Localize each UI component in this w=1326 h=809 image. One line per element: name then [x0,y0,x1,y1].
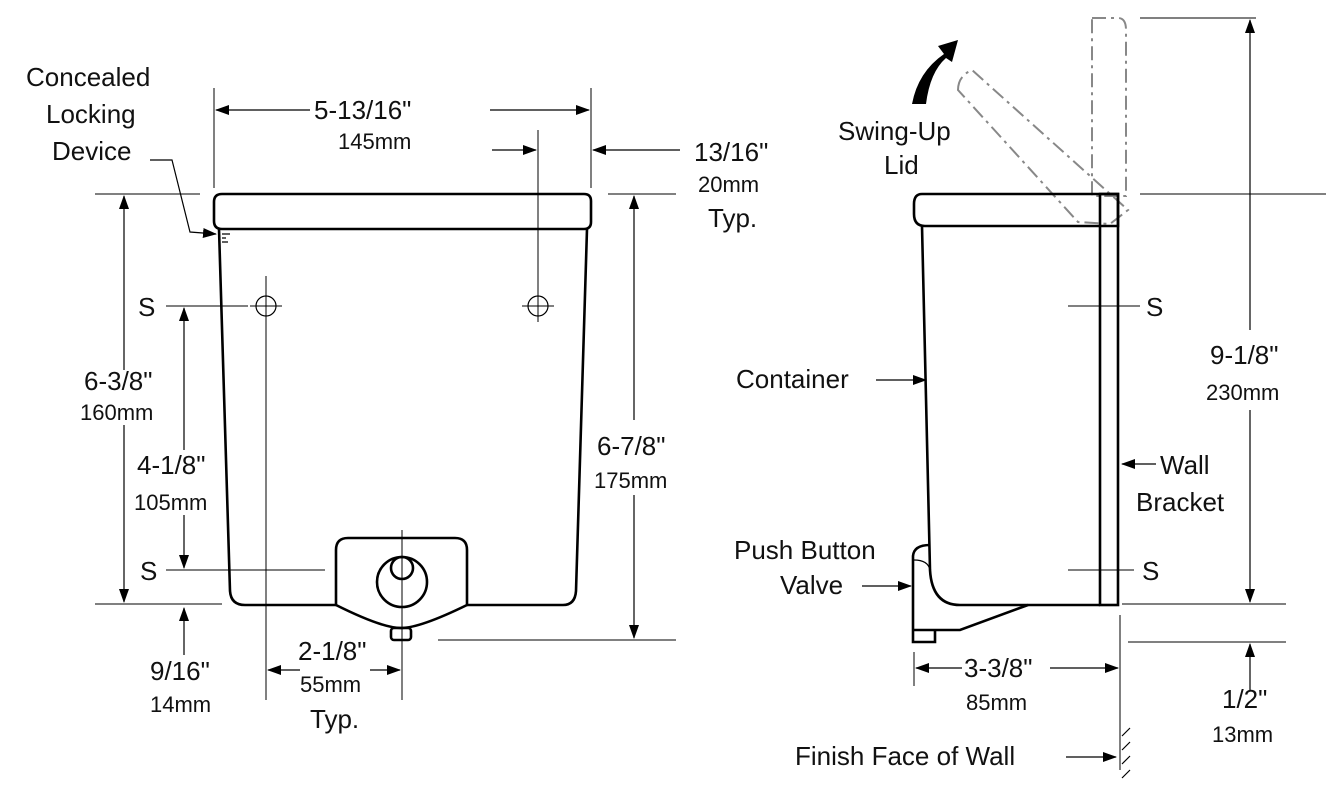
total-h-mm: 230mm [1206,380,1279,405]
front-valve-housing [334,536,469,630]
side-container [920,225,1100,607]
side-view: Swing-Up Lid Container Wall Bracket Push… [734,17,1326,779]
side-wall-bracket [1098,192,1120,607]
front-width-mm: 145mm [338,129,411,154]
ghost-lid-upright [1091,17,1127,197]
push-valve-label-1: Push Button [734,535,876,565]
locking-device-mark [222,233,230,243]
side-s-top: S [1146,292,1163,322]
front-push-button [389,626,413,642]
edge-typ: Typ. [708,203,757,233]
push-valve-label-2: Valve [780,570,843,600]
swing-up-label-1: Swing-Up [838,116,951,146]
front-lid [212,192,593,231]
bottom-dim: 9/16" [150,656,210,686]
depth-mm: 85mm [966,690,1027,715]
mount-mm: 105mm [134,490,207,515]
front-body [217,228,589,607]
side-s-bottom: S [1142,556,1159,586]
offset-dim: 1/2" [1222,684,1267,714]
concealed-leader [150,159,217,238]
mount-hole-right [522,290,554,322]
mount-dim: 4-1/8" [137,450,206,480]
container-label: Container [736,364,849,394]
hole-mm: 55mm [300,672,361,697]
concealed-label-2: Locking [46,99,136,129]
front-s-bottom: S [140,556,157,586]
side-push-valve [911,543,1029,644]
height-dim: 6-7/8" [597,431,666,461]
finish-face-label: Finish Face of Wall [795,741,1015,771]
front-width-dim: 5-13/16" [314,95,411,125]
total-h-dim: 9-1/8" [1210,340,1279,370]
bottom-mm: 14mm [150,692,211,717]
offset-mm: 13mm [1212,722,1273,747]
hole-dim: 2-1/8" [298,636,367,666]
concealed-label-1: Concealed [26,62,150,92]
overall-h-dim: 6-3/8" [84,366,153,396]
height-mm: 175mm [594,468,667,493]
front-view: 5-13/16" 145mm 13/16" 20mm Typ. Conceale… [26,62,768,734]
wall-bracket-label-2: Bracket [1136,487,1225,517]
wall-bracket-label-1: Wall [1160,450,1210,480]
edge-mm: 20mm [698,172,759,197]
swing-up-label-2: Lid [884,150,919,180]
ghost-lid-tilted [956,68,1130,226]
edge-dim: 13/16" [694,137,768,167]
concealed-label-3: Device [52,136,131,166]
depth-dim: 3-3/8" [964,653,1033,683]
overall-h-mm: 160mm [80,400,153,425]
front-s-top: S [138,292,155,322]
swing-arrow-icon [912,40,958,104]
hole-typ: Typ. [310,704,359,734]
side-lid [912,192,1120,228]
wall-hatch [1121,727,1131,779]
